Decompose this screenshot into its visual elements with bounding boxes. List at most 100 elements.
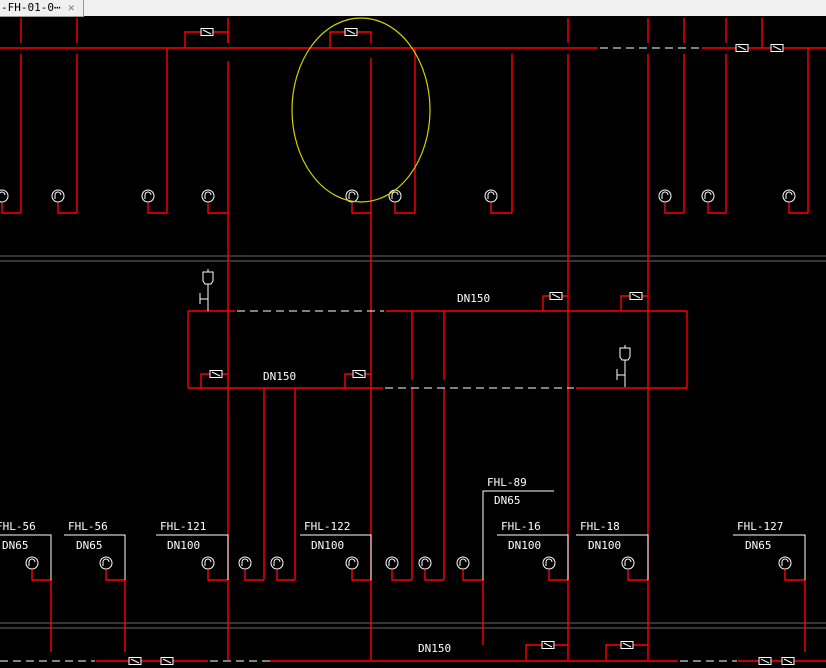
branch-pipe — [424, 570, 444, 581]
hydrant-icon — [345, 556, 359, 570]
hydrant-icon — [456, 556, 470, 570]
valve-bypass — [605, 644, 648, 661]
hydrant-size-label: DN65 — [494, 494, 521, 507]
valve-icon — [772, 45, 782, 51]
tab-bar: -FH-01-0⋯ ✕ — [0, 0, 826, 17]
valve-icon — [631, 293, 641, 299]
hydrant-id-label: FHL-18 — [580, 520, 620, 533]
close-icon[interactable]: ✕ — [68, 1, 75, 14]
pipe-network — [0, 18, 826, 662]
hydrant-icon — [658, 189, 672, 203]
drawing-tab[interactable]: -FH-01-0⋯ ✕ — [0, 0, 84, 17]
branch-pipe — [788, 203, 808, 214]
branch-pipe — [1, 203, 21, 214]
hydrant-size-label: DN100 — [311, 539, 344, 552]
hydrant-id-label: FHL-121 — [160, 520, 206, 533]
hydrant-icon — [201, 556, 215, 570]
hydrant-icon — [388, 558, 396, 566]
valve-icon — [783, 658, 793, 664]
label-leader — [497, 534, 569, 580]
hydrant-icon — [28, 558, 36, 566]
valve-icon — [543, 642, 553, 648]
valve-icon — [737, 45, 747, 51]
hydrant-icon — [484, 189, 498, 203]
branch-pipe — [147, 203, 167, 214]
hydrant-id-label: FHL-56 — [0, 520, 36, 533]
branch-pipe — [244, 570, 264, 581]
hydrant-icon — [781, 558, 789, 566]
hydrant-icon — [144, 191, 152, 199]
hydrant-icon — [391, 191, 399, 199]
hydrant-icon — [542, 556, 556, 570]
air-valve-icon — [202, 271, 214, 285]
valve-icon — [130, 658, 140, 664]
hydrant-icon — [270, 556, 284, 570]
hydrant-icon — [99, 556, 113, 570]
hydrant-icon — [421, 558, 429, 566]
air-valve-icon — [619, 347, 631, 361]
hydrant-icon — [345, 189, 359, 203]
branch-pipe — [462, 570, 483, 581]
selection-highlight-ellipse — [291, 17, 431, 203]
hydrant-size-label: DN100 — [167, 539, 200, 552]
branch-pipe — [105, 570, 125, 581]
hydrant-icon — [385, 556, 399, 570]
hydrant-icon — [545, 558, 553, 566]
branch-pipe — [351, 203, 371, 214]
hydrant-icon — [782, 189, 796, 203]
drawing-tab-title: -FH-01-0⋯ — [1, 1, 61, 14]
branch-pipe — [276, 570, 295, 581]
hydrant-icon — [25, 556, 39, 570]
label-leader — [64, 534, 126, 580]
valve-icon — [622, 642, 632, 648]
hydrant-icon — [459, 558, 467, 566]
branch-pipe — [394, 203, 415, 214]
symbols — [0, 28, 806, 665]
branch-pipe — [207, 570, 228, 581]
hydrant-size-label: DN65 — [745, 539, 772, 552]
building-grid-lines — [0, 255, 826, 629]
hydrant-icon — [204, 558, 212, 566]
hydrant-icon — [661, 191, 669, 199]
hydrant-size-label: DN100 — [588, 539, 621, 552]
hydrant-icon — [348, 191, 356, 199]
hydrant-icon — [701, 189, 715, 203]
hydrant-id-label: FHL-127 — [737, 520, 783, 533]
branch-pipe — [664, 203, 684, 214]
cad-drawing-canvas[interactable]: DN150 DN150 DN150 FHL-56 DN65 FHL-56 DN6… — [0, 16, 826, 668]
label-leader — [576, 534, 649, 580]
branch-pipe — [57, 203, 77, 214]
label-leader — [300, 534, 372, 580]
valve-icon — [354, 371, 364, 377]
hydrant-icon — [54, 191, 62, 199]
hydrant-icon — [51, 189, 65, 203]
hydrant-size-label: DN100 — [508, 539, 541, 552]
label-leader — [733, 534, 806, 580]
pipe-label: DN150 — [418, 642, 451, 655]
hydrant-size-label: DN65 — [76, 539, 103, 552]
label-leader — [482, 490, 554, 580]
hydrant-icon — [621, 556, 635, 570]
branch-pipe — [351, 570, 371, 581]
branch-pipe — [784, 570, 805, 581]
hydrant-icon — [201, 189, 215, 203]
hydrant-id-label: FHL-122 — [304, 520, 350, 533]
hydrant-icon — [704, 191, 712, 199]
hydrant-icon — [348, 558, 356, 566]
hydrant-size-label: DN65 — [2, 539, 29, 552]
label-leader — [156, 534, 229, 580]
branch-pipe — [707, 203, 726, 214]
hydrant-icon — [241, 558, 249, 566]
branch-pipe — [391, 570, 412, 581]
hydrant-icon — [418, 556, 432, 570]
hydrant-icon — [204, 191, 212, 199]
hydrant-icon — [273, 558, 281, 566]
hydrant-icon — [624, 558, 632, 566]
hydrant-id-label: FHL-16 — [501, 520, 541, 533]
valve-icon — [346, 29, 356, 35]
hydrant-id-label: FHL-56 — [68, 520, 108, 533]
hydrant-icon — [778, 556, 792, 570]
branch-pipe — [31, 570, 51, 581]
branch-pipe — [207, 203, 228, 214]
branch-pipe — [627, 570, 648, 581]
